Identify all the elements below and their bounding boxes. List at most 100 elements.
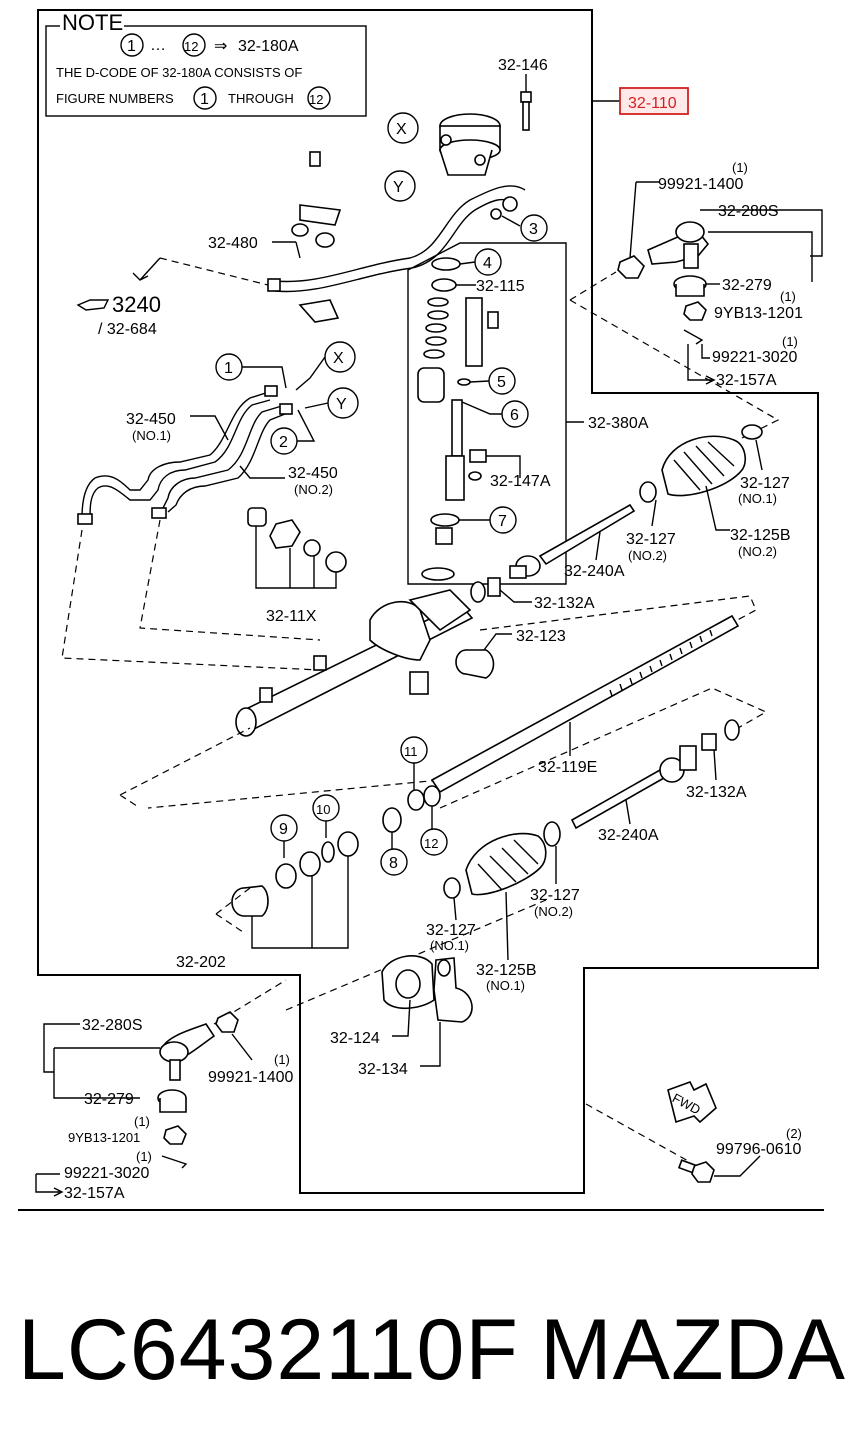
svg-text:11: 11 xyxy=(404,744,418,759)
circle-3: 3 xyxy=(520,214,548,242)
svg-text:12: 12 xyxy=(424,836,438,851)
circle-12: 12 xyxy=(420,828,448,856)
label-32-157A-bottom: 32-157A xyxy=(64,1185,125,1202)
svg-text:8: 8 xyxy=(389,855,398,872)
label-99796-0610: 99796-0610 xyxy=(716,1141,802,1158)
label-32-127-no2-b-sub: (NO.2) xyxy=(534,904,573,919)
svg-text:X: X xyxy=(396,121,407,138)
boot-32-279-bottom xyxy=(157,1089,187,1113)
label-32-123: 32-123 xyxy=(516,628,566,645)
circle-y-top: Y xyxy=(384,170,416,202)
label-32-132A-bottom: 32-132A xyxy=(686,784,747,801)
circle-5: 5 xyxy=(488,367,516,395)
label-9YB13-1201-top: 9YB13-1201 xyxy=(714,305,803,322)
svg-text:7: 7 xyxy=(498,513,507,530)
label-32-157A-top: 32-157A xyxy=(716,372,777,389)
boot-32-125B-no1 xyxy=(465,832,547,896)
circle-2: 2 xyxy=(270,427,298,455)
label-32-380A: 32-380A xyxy=(588,415,649,432)
seal-202-b xyxy=(337,831,359,857)
label-9YB13-1201-top-qty: (1) xyxy=(780,289,796,304)
label-32-146: 32-146 xyxy=(498,57,548,74)
svg-text:9: 9 xyxy=(279,821,288,838)
tie-rod-end-top xyxy=(647,221,710,269)
footer: LC6432110F MAZDA xyxy=(0,1300,864,1420)
label-99221-3020-bottom: 99221-3020 xyxy=(64,1165,150,1182)
label-32-115: 32-115 xyxy=(476,278,525,295)
svg-text:2: 2 xyxy=(279,434,288,451)
washer-32-132A-top xyxy=(470,577,501,603)
label-32-279-top: 32-279 xyxy=(722,277,772,294)
circle-x-top: X xyxy=(387,112,419,144)
bolt-99796 xyxy=(677,1159,715,1183)
note-box: NOTE 1 … 12 ⇒ 32-180A THE D-CODE OF 32-1… xyxy=(45,10,367,117)
cotter-pin-bottom xyxy=(161,1155,188,1169)
box-32-380A xyxy=(407,242,567,585)
circle-1: 1 xyxy=(215,353,243,381)
washer-32-132A-bottom xyxy=(701,719,740,751)
svg-text:10: 10 xyxy=(316,802,330,817)
fwd-arrow-icon: FWD xyxy=(667,1081,717,1124)
parts-diagram: NOTE 1 … 12 ⇒ 32-180A THE D-CODE OF 32-1… xyxy=(18,9,824,1211)
boot-32-125B-no2 xyxy=(661,435,747,497)
nut-99921-top xyxy=(617,255,645,279)
label-32-124: 32-124 xyxy=(330,1030,380,1047)
note-range-code: 32-180A xyxy=(238,38,299,55)
label-9YB13-1201-bottom-qty: (1) xyxy=(134,1114,150,1129)
nut-9YB13-bottom xyxy=(163,1125,187,1145)
assembly-frame xyxy=(37,9,819,1194)
label-32-450-no2: 32-450 xyxy=(288,465,338,482)
nut-99921-bottom xyxy=(215,1011,239,1033)
label-32-132A-top: 32-132A xyxy=(534,595,595,612)
label-9YB13-1201-bottom: 9YB13-1201 xyxy=(68,1130,140,1145)
note-range-to: 12 xyxy=(184,39,198,54)
label-99221-3020-bottom-qty: (1) xyxy=(136,1149,152,1164)
circle-y-mid: Y xyxy=(327,387,359,419)
circle-9: 9 xyxy=(270,814,298,842)
label-32-134: 32-134 xyxy=(358,1061,408,1078)
label-99921-1400-top: 99921-1400 xyxy=(658,176,744,193)
label-32-147A: 32-147A xyxy=(490,473,551,490)
circle-7: 7 xyxy=(489,506,517,534)
bracket-32-134 xyxy=(433,957,473,1023)
brand-name: MAZDA xyxy=(540,1302,846,1398)
boot-32-279-top xyxy=(673,275,707,297)
circle-4: 4 xyxy=(474,248,502,276)
label-32-240A-bottom: 32-240A xyxy=(598,827,659,844)
highlight-label: 32-110 xyxy=(628,95,677,112)
part-number: LC6432110F xyxy=(18,1302,519,1398)
svg-text:Y: Y xyxy=(393,179,404,196)
cotter-pin-top xyxy=(683,329,704,345)
label-99796-0610-qty: (2) xyxy=(786,1126,802,1141)
svg-text:4: 4 xyxy=(483,255,492,272)
label-32-127-no2-a-sub: (NO.2) xyxy=(628,548,667,563)
nut-9YB13-top xyxy=(683,301,707,321)
note-num-a: 1 xyxy=(200,91,209,108)
rack-housing xyxy=(235,589,474,737)
svg-text:5: 5 xyxy=(497,374,506,391)
clamp-32-127-no1-b xyxy=(443,877,461,899)
svg-text:X: X xyxy=(333,350,344,367)
mount-32-124 xyxy=(381,955,435,1010)
note-line-3a: FIGURE NUMBERS xyxy=(56,91,174,106)
circle-x-mid: X xyxy=(324,341,356,373)
seal-9 xyxy=(275,863,297,889)
tie-rod-32-240A-top xyxy=(509,503,636,579)
circle-8: 8 xyxy=(380,848,408,876)
label-32-280S-top: 32-280S xyxy=(718,203,779,220)
highlight-32-110[interactable]: 32-110 xyxy=(592,87,689,115)
note-line-3b: THROUGH xyxy=(228,91,294,106)
seal-8 xyxy=(382,807,402,833)
label-32-127-no2-b: 32-127 xyxy=(530,887,580,904)
label-99221-3020-top: 99221-3020 xyxy=(712,349,798,366)
svg-text:Y: Y xyxy=(336,396,347,413)
pipes-32-450 xyxy=(77,385,293,525)
bolt-32-146 xyxy=(520,91,532,131)
tie-rod-end-bottom xyxy=(159,1023,216,1081)
note-range-dots: … xyxy=(150,37,166,54)
clamp-32-127-no2-b xyxy=(543,821,561,847)
pointer-hand-icon xyxy=(76,299,110,311)
note-arrow: ⇒ xyxy=(214,38,227,55)
label-32-450-no2-sub: (NO.2) xyxy=(294,482,333,497)
label-32-450-no1-sub: (NO.1) xyxy=(132,428,171,443)
